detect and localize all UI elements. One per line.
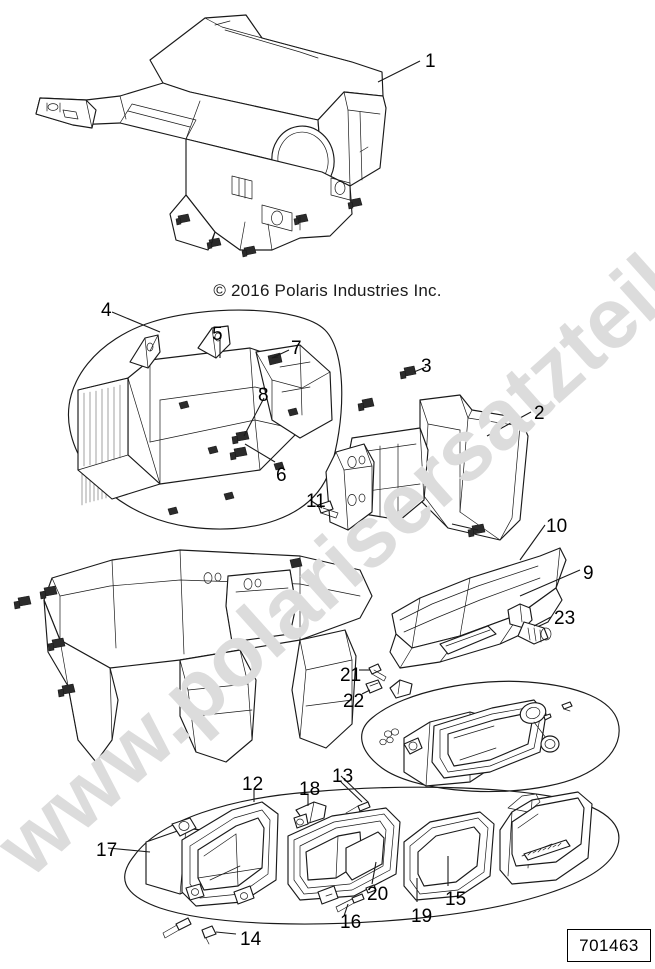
part-18-lever <box>293 801 327 829</box>
part-2-dash-center-console <box>13 365 532 763</box>
copyright-notice: © 2016 Polaris Industries Inc. <box>213 281 442 300</box>
part-9-glovebox-door <box>389 524 581 699</box>
callout-number-15: 15 <box>445 889 467 910</box>
diagram-part-number: 701463 <box>579 935 639 955</box>
callout-number-4: 4 <box>101 300 112 321</box>
callout-number-8: 8 <box>258 385 269 406</box>
callout-number-11: 11 <box>306 491 326 512</box>
part-1-upper-dash-panel <box>35 14 421 258</box>
callout-number-19: 19 <box>411 906 433 927</box>
detail-oval-item-12 <box>107 781 620 945</box>
callout-number-23: 23 <box>554 608 576 629</box>
part-23-latch <box>507 603 552 645</box>
callout-number-10: 10 <box>546 516 568 537</box>
detail-oval-item-4 <box>67 309 343 530</box>
callout-number-22: 22 <box>343 691 365 712</box>
callout-number-12: 12 <box>242 774 264 795</box>
part-11-screw <box>317 500 339 519</box>
callout-number-9: 9 <box>583 563 594 584</box>
fastener-cluster-item1 <box>175 197 363 258</box>
callout-number-14: 14 <box>240 929 262 950</box>
detail-oval-item-13 <box>340 680 620 803</box>
callout-number-7: 7 <box>291 338 302 359</box>
parts-21-22-screw-clip <box>359 663 387 695</box>
callout-number-20: 20 <box>367 884 389 905</box>
callout-number-1: 1 <box>425 51 436 72</box>
callout-number-17: 17 <box>96 840 118 861</box>
callout-number-5: 5 <box>212 324 223 345</box>
diagram-part-number-box: 701463 <box>567 929 651 962</box>
callout-number-3: 3 <box>421 356 432 377</box>
callout-number-16: 16 <box>340 912 362 933</box>
callout-number-6: 6 <box>276 465 287 486</box>
callout-number-18: 18 <box>299 779 321 800</box>
callout-number-21: 21 <box>340 665 362 686</box>
part-5-hvac-box <box>77 325 333 516</box>
callout-number-2: 2 <box>534 403 545 424</box>
callout-number-13: 13 <box>332 766 354 787</box>
